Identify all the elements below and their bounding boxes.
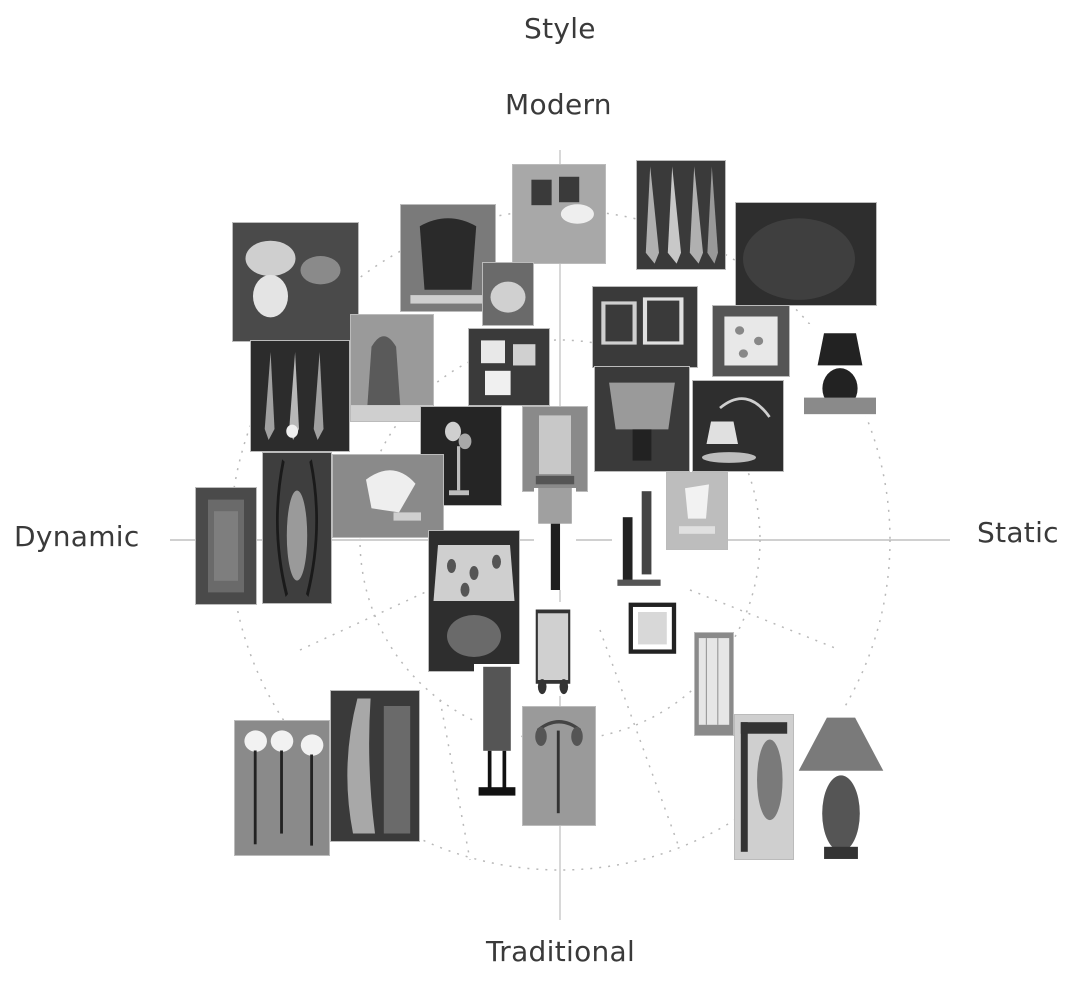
lamp-photo [612,486,666,590]
lamp-photo [666,472,728,550]
lamp-photo [526,602,580,696]
lamp-photo [332,454,444,538]
lamp-photo [474,664,520,804]
diagonal-guide-2 [599,629,681,851]
axis-label-right: Static [977,516,1059,549]
lamp-photo [692,380,784,472]
lamp-photo [400,204,496,312]
lamp-photo [734,714,794,860]
lamp-photo [794,710,888,862]
lamp-photo [232,222,359,342]
lamp-photo [592,286,698,368]
lamp-photo [522,706,596,826]
lamp-photo [512,164,606,264]
lamp-photo [250,340,350,452]
lamp-photo [712,305,790,377]
lamp-photo [594,366,690,472]
lamp-photo [195,487,257,605]
diagonal-guide-4 [439,699,471,861]
lamp-photo [234,720,330,856]
lamp-photo [636,160,726,270]
axis-label-left: Dynamic [14,520,140,553]
lamp-photo [482,262,534,326]
lamp-photo [428,530,520,672]
axis-label-top: Modern [505,88,612,121]
lamp-photo [522,406,588,492]
lamp-photo [330,690,420,842]
lamp-photo [468,328,550,406]
diagram-title: Style [524,12,596,45]
lamp-photo [735,202,877,306]
lamp-photo [800,324,880,416]
lamp-photo [350,314,434,422]
lamp-photo [620,594,692,666]
lamp-photo [694,632,734,736]
inner-ring [359,339,761,741]
lamp-photo [262,452,332,604]
lamp-photo [534,488,576,590]
axis-label-bottom: Traditional [486,935,636,968]
